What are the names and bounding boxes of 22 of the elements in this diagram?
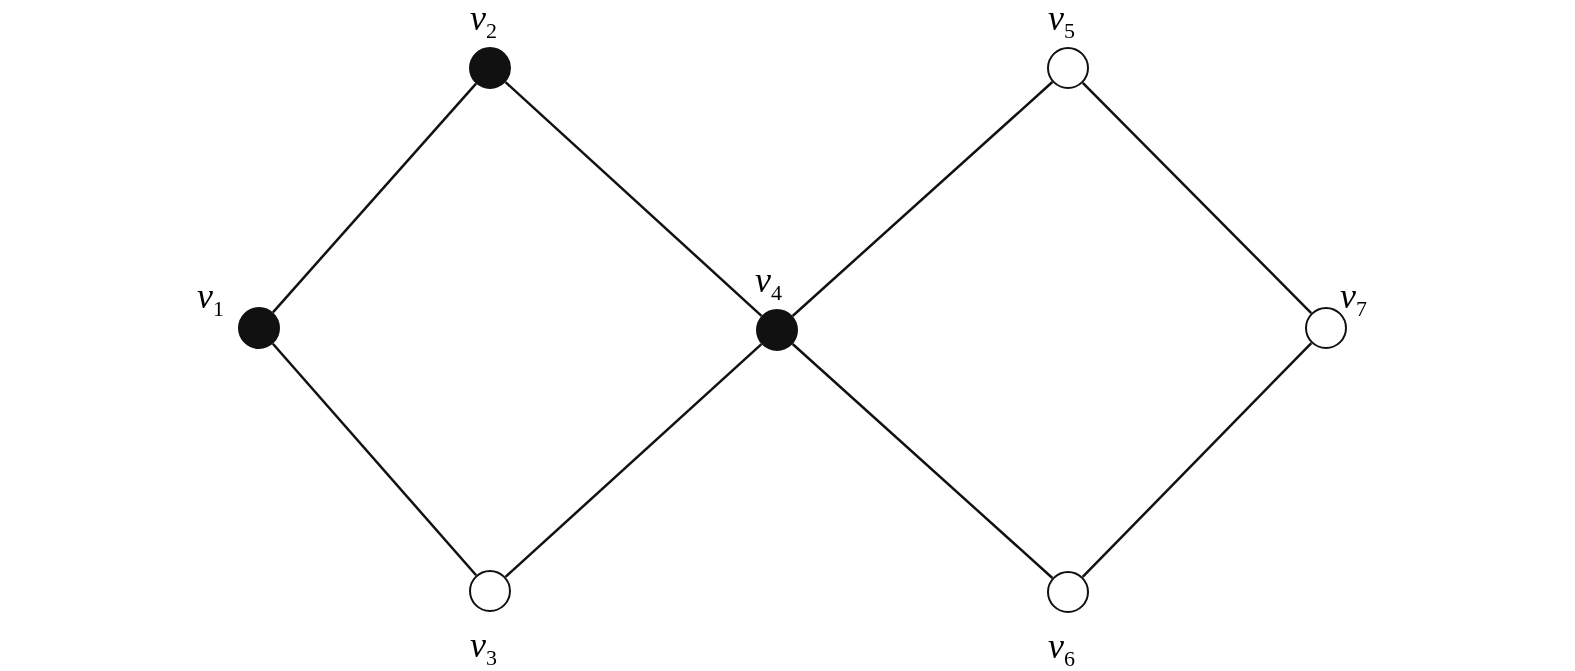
vertex-label: v$_{6}$ (1048, 628, 1075, 671)
graph-edge (791, 343, 1054, 579)
graph-edge (272, 82, 477, 314)
vertex (1305, 307, 1347, 349)
vertex-label: v$_{4}$ (755, 262, 782, 305)
graph-edge (1081, 342, 1313, 578)
vertex-label: v$_{3}$ (470, 627, 497, 670)
graph-edge (504, 343, 763, 578)
graph-edge (1081, 82, 1313, 314)
graph-edge (791, 81, 1054, 317)
filled-vertex (756, 309, 798, 351)
vertex-label: v$_{7}$ (1340, 278, 1367, 321)
vertex-label: v$_{2}$ (470, 0, 497, 43)
vertex (1047, 571, 1089, 613)
graph-edge (271, 342, 478, 577)
vertex (469, 570, 511, 612)
vertex-label: v$_{5}$ (1048, 0, 1075, 43)
filled-vertex (238, 307, 280, 349)
graph-edge (504, 81, 763, 317)
vertex (1047, 47, 1089, 89)
vertex-label: v$_{1}$ (197, 278, 224, 321)
filled-vertex (469, 47, 511, 89)
